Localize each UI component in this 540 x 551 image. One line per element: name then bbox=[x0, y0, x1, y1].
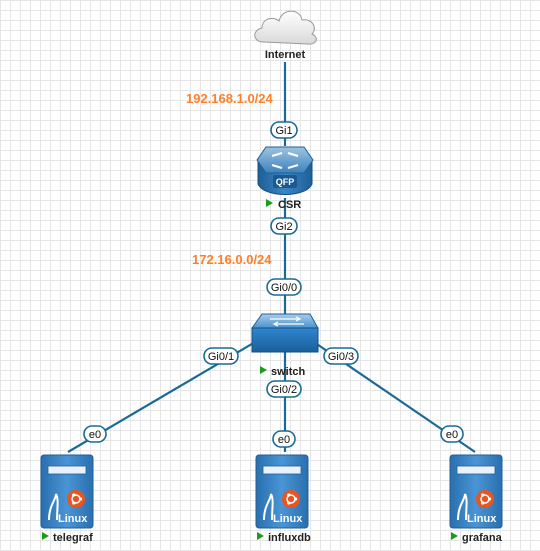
linux-wordmark: Linux bbox=[58, 513, 88, 525]
internet-label: Internet bbox=[265, 49, 306, 61]
linux-server-icon: Linux bbox=[40, 454, 94, 529]
switch-node[interactable]: switch bbox=[251, 313, 319, 378]
port-switch-gi0-0[interactable]: Gi0/0 bbox=[266, 278, 302, 296]
svg-text:e0: e0 bbox=[89, 429, 101, 441]
status-running-icon bbox=[260, 366, 267, 374]
svg-text:Gi1: Gi1 bbox=[275, 125, 292, 137]
svg-text:Gi0/3: Gi0/3 bbox=[328, 351, 354, 363]
cloud-icon bbox=[254, 10, 317, 45]
port-switch-gi0-2[interactable]: Gi0/2 bbox=[266, 380, 302, 398]
grafana-node[interactable]: Linux grafana bbox=[449, 454, 503, 544]
port-influxdb-e0[interactable]: e0 bbox=[272, 430, 296, 448]
port-grafana-e0[interactable]: e0 bbox=[440, 425, 464, 443]
svg-text:Gi0/1: Gi0/1 bbox=[208, 351, 234, 363]
svg-text:Gi0/2: Gi0/2 bbox=[271, 384, 297, 396]
port-csr-gi1[interactable]: Gi1 bbox=[270, 121, 298, 139]
grafana-label: grafana bbox=[462, 532, 503, 544]
linux-server-icon: Linux bbox=[449, 454, 503, 529]
switch-label: switch bbox=[271, 366, 306, 378]
port-labels: Gi1 Gi2 Gi0/0 Gi0/1 Gi0/2 Gi0/3 e0 e0 bbox=[83, 121, 464, 448]
internet-node[interactable]: Internet bbox=[254, 10, 317, 61]
influxdb-label: influxdb bbox=[268, 532, 311, 544]
csr-label: CSR bbox=[278, 199, 301, 211]
svg-text:e0: e0 bbox=[278, 434, 290, 446]
port-switch-gi0-3[interactable]: Gi0/3 bbox=[323, 347, 359, 365]
telegraf-node[interactable]: Linux telegraf bbox=[40, 454, 94, 544]
port-csr-gi2[interactable]: Gi2 bbox=[270, 217, 298, 235]
telegraf-label: telegraf bbox=[53, 532, 93, 544]
linux-server-icon: Linux bbox=[255, 454, 309, 529]
linux-wordmark: Linux bbox=[273, 513, 303, 525]
status-running-icon bbox=[451, 532, 458, 540]
switch-icon bbox=[251, 313, 319, 353]
linux-wordmark: Linux bbox=[467, 513, 497, 525]
subnet-label-lan: 172.16.0.0/24 bbox=[192, 252, 272, 267]
svg-text:Gi0/0: Gi0/0 bbox=[271, 282, 297, 294]
router-icon: QFP bbox=[256, 146, 314, 195]
status-running-icon bbox=[266, 199, 273, 207]
qfp-badge: QFP bbox=[276, 177, 295, 187]
svg-text:e0: e0 bbox=[446, 429, 458, 441]
status-running-icon bbox=[257, 532, 264, 540]
svg-text:Gi2: Gi2 bbox=[275, 221, 292, 233]
influxdb-node[interactable]: Linux influxdb bbox=[255, 454, 311, 544]
csr-node[interactable]: QFP CSR bbox=[256, 146, 314, 211]
port-telegraf-e0[interactable]: e0 bbox=[83, 425, 107, 443]
port-switch-gi0-1[interactable]: Gi0/1 bbox=[203, 347, 239, 365]
status-running-icon bbox=[42, 532, 49, 540]
subnet-label-wan: 192.168.1.0/24 bbox=[186, 91, 274, 106]
